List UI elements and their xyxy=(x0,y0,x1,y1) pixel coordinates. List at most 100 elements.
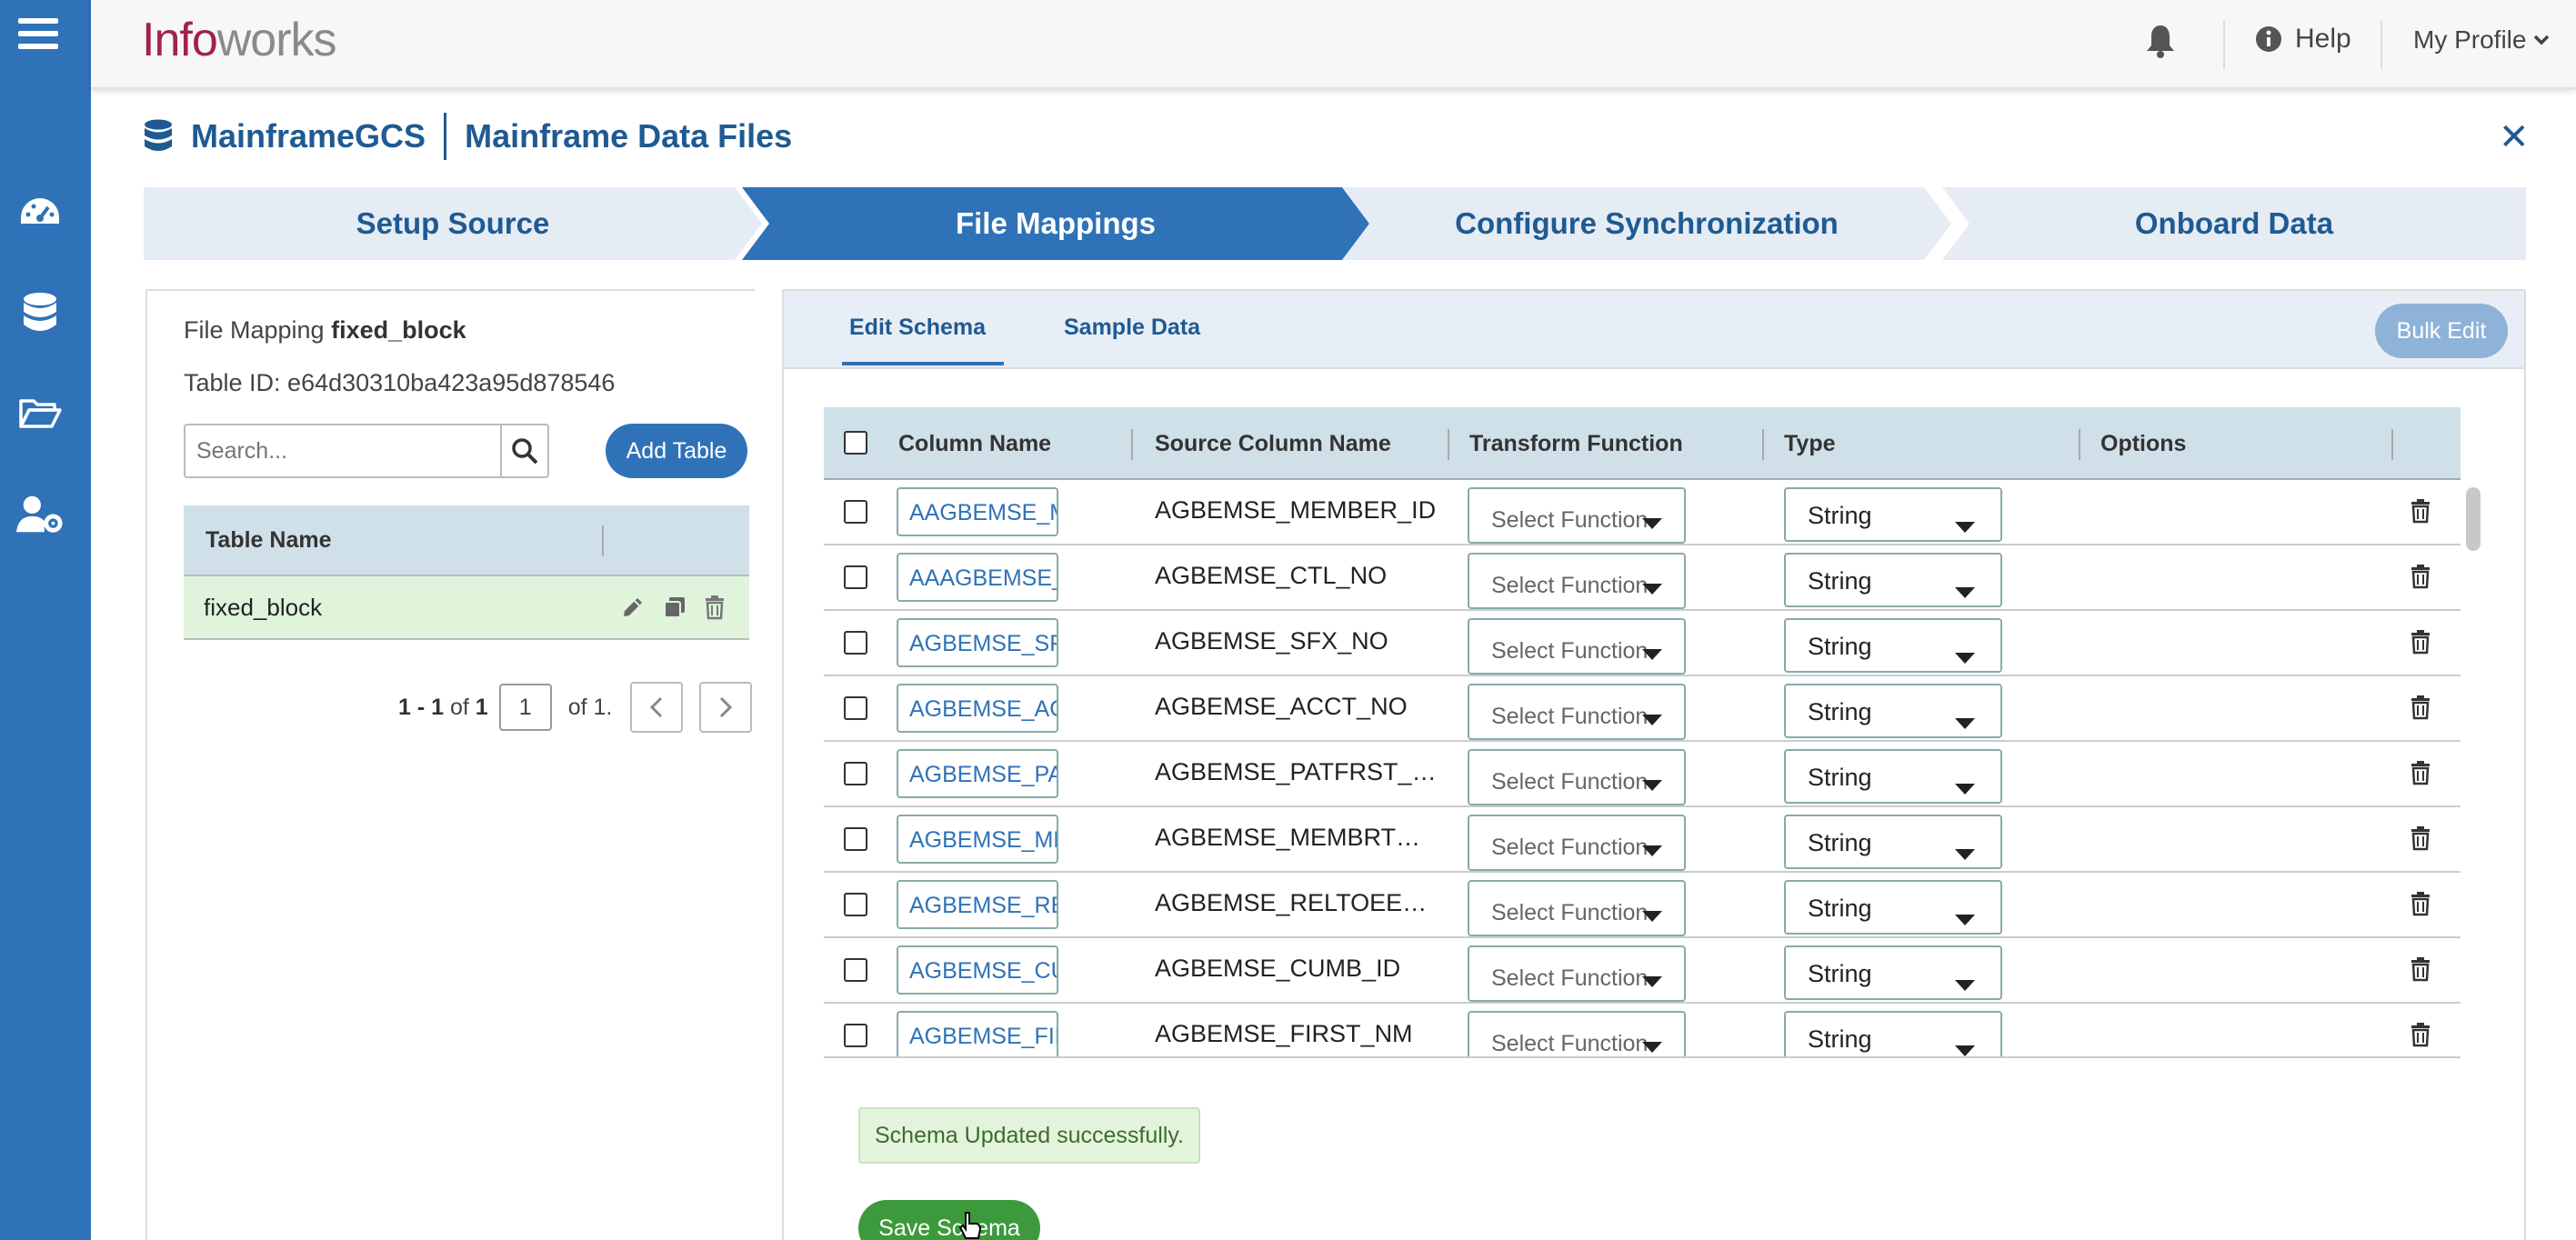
source-column-name: AGBEMSE_ACCT_NO xyxy=(1155,693,1408,721)
delete-trash-icon[interactable] xyxy=(2410,695,2431,725)
source-column-name: AGBEMSE_SFX_NO xyxy=(1155,627,1388,655)
database-icon[interactable] xyxy=(16,289,64,336)
hamburger-menu-icon[interactable] xyxy=(18,18,58,51)
type-select[interactable]: String xyxy=(1784,684,2002,738)
help-link[interactable]: Help xyxy=(2255,24,2351,55)
caret-down-icon xyxy=(1955,707,1975,735)
dashboard-icon[interactable] xyxy=(16,189,64,236)
caret-down-icon xyxy=(1642,836,1662,863)
column-name-input[interactable]: AGBEMSE_ACCT_NO xyxy=(897,684,1058,733)
column-name-input[interactable]: AGBEMSE_MEMBRT xyxy=(897,815,1058,864)
infoworks-logo[interactable]: Infoworks xyxy=(142,13,336,67)
column-name-input[interactable]: AGBEMSE_CUMB_ID xyxy=(897,945,1058,995)
row-checkbox[interactable] xyxy=(844,893,867,916)
column-header-options[interactable]: Options xyxy=(2100,431,2186,457)
step-configure-synchronization[interactable]: Configure Synchronization xyxy=(1342,187,1951,260)
row-checkbox[interactable] xyxy=(844,631,867,655)
column-name-input[interactable]: AGBEMSE_SFX_NO xyxy=(897,618,1058,667)
chevron-down-icon xyxy=(2533,34,2550,46)
transform-function-select[interactable]: Select Function xyxy=(1468,684,1686,740)
delete-trash-icon[interactable] xyxy=(2410,629,2431,659)
tab-edit-schema[interactable]: Edit Schema xyxy=(849,315,986,341)
delete-trash-icon[interactable] xyxy=(2410,956,2431,986)
transform-function-select[interactable]: Select Function xyxy=(1468,880,1686,936)
tab-sample-data[interactable]: Sample Data xyxy=(1064,315,1200,341)
transform-function-select[interactable]: Select Function xyxy=(1468,487,1686,544)
row-checkbox[interactable] xyxy=(844,827,867,851)
delete-trash-icon[interactable] xyxy=(2410,1022,2431,1052)
table-search-input[interactable] xyxy=(184,424,547,478)
transform-function-select[interactable]: Select Function xyxy=(1468,815,1686,871)
folder-open-icon[interactable] xyxy=(16,389,64,436)
edit-pencil-icon[interactable] xyxy=(620,595,646,620)
delete-trash-icon[interactable] xyxy=(2410,498,2431,528)
search-icon[interactable] xyxy=(500,424,549,478)
column-name-input[interactable]: AAAGBEMSE_CTL_NO xyxy=(897,553,1058,602)
step-file-mappings[interactable]: File Mappings xyxy=(742,187,1369,260)
transform-function-select[interactable]: Select Function xyxy=(1468,553,1686,609)
step-onboard-data[interactable]: Onboard Data xyxy=(1942,187,2526,260)
delete-trash-icon[interactable] xyxy=(2410,825,2431,855)
column-name-input[interactable]: AGBEMSE_RELTOEE xyxy=(897,880,1058,929)
caret-down-icon xyxy=(1642,575,1662,601)
source-column-name: AGBEMSE_FIRST_NM xyxy=(1155,1020,1413,1048)
caret-down-icon xyxy=(1955,838,1975,866)
column-header-type[interactable]: Type xyxy=(1784,431,1836,457)
delete-trash-icon[interactable] xyxy=(2410,891,2431,921)
source-column-name: AGBEMSE_CTL_NO xyxy=(1155,562,1387,590)
caret-down-icon xyxy=(1955,904,1975,932)
schema-row: AGBEMSE_RELTOEEAGBEMSE_RELTOEE…Select Fu… xyxy=(824,873,2461,938)
step-setup-source[interactable]: Setup Source xyxy=(144,187,762,260)
close-icon[interactable]: ✕ xyxy=(2499,116,2530,158)
type-select[interactable]: String xyxy=(1784,1011,2002,1058)
page-number-input[interactable]: 1 xyxy=(499,684,552,731)
row-checkbox[interactable] xyxy=(844,958,867,982)
caret-down-icon xyxy=(1955,511,1975,539)
row-checkbox[interactable] xyxy=(844,696,867,720)
delete-trash-icon[interactable] xyxy=(704,595,726,620)
page-header: MainframeGCS Mainframe Data Files xyxy=(144,113,792,160)
column-header-transform-function[interactable]: Transform Function xyxy=(1469,431,1683,457)
schema-row: AGBEMSE_FIRST_NM AGBEMSE_FIRST_NM Select F… xyxy=(824,1004,2461,1058)
select-all-checkbox[interactable] xyxy=(844,431,867,455)
column-name-input[interactable]: AGBEMSE_PATFRST_NM xyxy=(897,749,1058,798)
save-schema-button[interactable]: Save Schema xyxy=(858,1200,1040,1240)
type-select[interactable]: String xyxy=(1784,749,2002,804)
next-page-button[interactable] xyxy=(699,682,752,733)
table-id: Table ID: e64d30310ba423a95d878546 xyxy=(184,369,615,397)
type-select[interactable]: String xyxy=(1784,553,2002,607)
transform-function-select[interactable]: Select Function xyxy=(1468,749,1686,805)
row-checkbox[interactable] xyxy=(844,762,867,785)
type-select[interactable]: String xyxy=(1784,487,2002,542)
copy-icon[interactable] xyxy=(662,595,687,620)
source-type: Mainframe Data Files xyxy=(465,117,792,155)
schema-row: AAAGBEMSE_CTL_NO AGBEMSE_CTL_NO Select Fun… xyxy=(824,545,2461,611)
table-row[interactable]: fixed_block xyxy=(184,576,749,640)
type-select[interactable]: String xyxy=(1784,618,2002,673)
bulk-edit-button[interactable]: Bulk Edit xyxy=(2375,304,2508,358)
column-header-source-column-name[interactable]: Source Column Name xyxy=(1155,431,1391,457)
grid-scrollbar[interactable] xyxy=(2466,487,2481,551)
notification-bell-icon[interactable] xyxy=(2146,24,2182,64)
my-profile-menu[interactable]: My Profile xyxy=(2413,25,2550,55)
row-checkbox[interactable] xyxy=(844,1024,867,1047)
type-select[interactable]: String xyxy=(1784,880,2002,935)
delete-trash-icon[interactable] xyxy=(2410,760,2431,790)
add-table-button[interactable]: Add Table xyxy=(606,424,747,478)
column-header-column-name[interactable]: Column Name xyxy=(898,431,1051,457)
transform-function-select[interactable]: Select Function xyxy=(1468,945,1686,1002)
row-checkbox[interactable] xyxy=(844,565,867,589)
table-list: Table Name fixed_block xyxy=(184,505,749,640)
column-name-input[interactable]: AAGBEMSE_MEMBER_ID xyxy=(897,487,1058,536)
hand-cursor-icon xyxy=(958,1211,982,1240)
delete-trash-icon[interactable] xyxy=(2410,564,2431,594)
prev-page-button[interactable] xyxy=(630,682,683,733)
type-select[interactable]: String xyxy=(1784,945,2002,1000)
type-select[interactable]: String xyxy=(1784,815,2002,869)
column-name-input[interactable]: AGBEMSE_FIRST_NM xyxy=(897,1011,1058,1058)
row-checkbox[interactable] xyxy=(844,500,867,524)
transform-function-select[interactable]: Select Function xyxy=(1468,618,1686,675)
info-icon xyxy=(2255,25,2282,53)
transform-function-select[interactable]: Select Function xyxy=(1468,1011,1686,1058)
user-settings-icon[interactable] xyxy=(16,491,64,538)
